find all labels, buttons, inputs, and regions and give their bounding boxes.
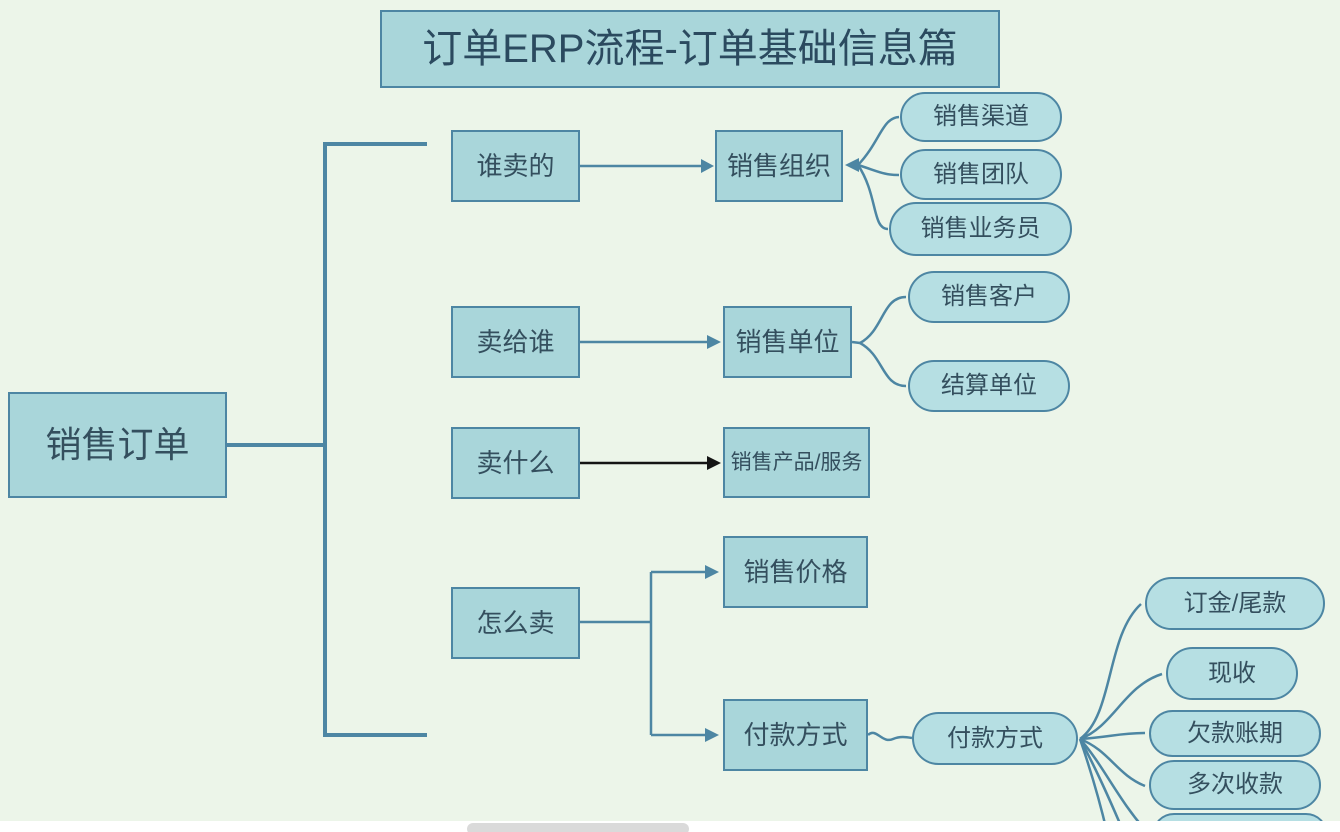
payment-method-links xyxy=(1078,603,1163,832)
node-what-to-sell[interactable]: 卖什么 xyxy=(451,427,580,499)
payment-hub-link xyxy=(867,731,913,742)
pill-credit-period[interactable]: 欠款账期 xyxy=(1149,710,1321,757)
arrow-what-to-sell xyxy=(580,456,721,470)
node-sales-product-service[interactable]: 销售产品/服务 xyxy=(723,427,870,498)
pill-settlement-unit[interactable]: 结算单位 xyxy=(908,360,1070,412)
node-payment-method[interactable]: 付款方式 xyxy=(723,699,868,771)
node-sales-price[interactable]: 销售价格 xyxy=(723,536,868,608)
pill-cash-receipt[interactable]: 现收 xyxy=(1166,647,1298,700)
horizontal-scrollbar[interactable] xyxy=(467,823,689,832)
node-sales-unit[interactable]: 销售单位 xyxy=(723,306,852,378)
pill-sales-channel[interactable]: 销售渠道 xyxy=(900,92,1062,142)
org-children-links xyxy=(845,115,900,231)
root-bracket xyxy=(227,142,427,737)
node-sales-order[interactable]: 销售订单 xyxy=(8,392,227,498)
unit-children-links xyxy=(851,295,907,388)
pill-sales-salesperson[interactable]: 销售业务员 xyxy=(889,202,1072,256)
pill-deposit-balance[interactable]: 订金/尾款 xyxy=(1145,577,1325,630)
pill-payment-method-hub[interactable]: 付款方式 xyxy=(912,712,1078,765)
pill-sales-team[interactable]: 销售团队 xyxy=(900,149,1062,200)
node-sales-organization[interactable]: 销售组织 xyxy=(715,130,843,202)
node-how-to-sell[interactable]: 怎么卖 xyxy=(451,587,580,659)
diagram-title: 订单ERP流程-订单基础信息篇 xyxy=(380,10,1000,88)
node-sell-to-whom[interactable]: 卖给谁 xyxy=(451,306,580,378)
node-who-sells[interactable]: 谁卖的 xyxy=(451,130,580,202)
pill-multiple-collections[interactable]: 多次收款 xyxy=(1149,760,1321,810)
arrow-sell-to-whom xyxy=(578,335,721,349)
how-to-sell-links xyxy=(580,565,719,742)
arrow-who-sells xyxy=(580,159,714,173)
pill-sales-customer[interactable]: 销售客户 xyxy=(908,271,1070,323)
